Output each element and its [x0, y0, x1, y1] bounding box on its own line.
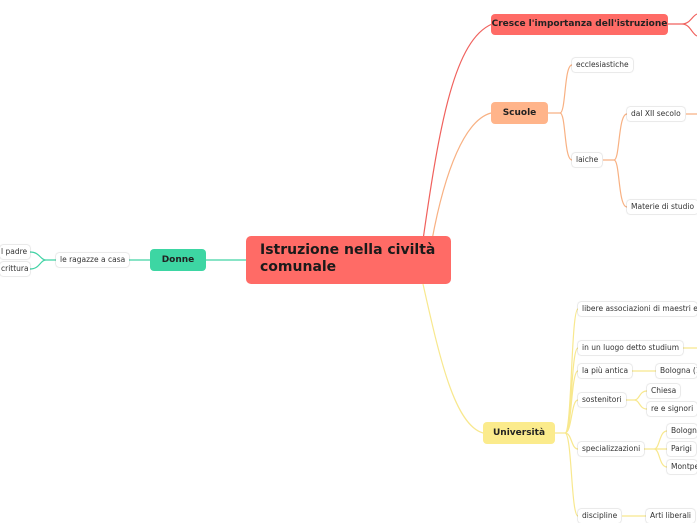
connector-ragazze-children — [29, 251, 56, 270]
root-label: Istruzione nella civiltà comunale — [260, 242, 436, 275]
connector-root-scuole — [431, 112, 492, 241]
branch-universita[interactable]: Università — [483, 422, 555, 444]
node-chiesa[interactable]: Chiesa — [647, 384, 681, 398]
node-montpellier[interactable]: Montpe — [667, 460, 697, 474]
node-ragazze-a-casa[interactable]: le ragazze a casa — [56, 253, 130, 267]
branch-cresce[interactable]: Cresce l'importanza dell'istruzione — [491, 14, 668, 35]
node-bologna-1[interactable]: Bologna (1 — [656, 364, 697, 378]
branch-scuole-label: Scuole — [502, 108, 537, 118]
node-studium[interactable]: in un luogo detto studium — [578, 341, 684, 355]
branch-donne[interactable]: Donne — [150, 249, 206, 271]
node-re-e-signori[interactable]: re e signori — [647, 402, 697, 416]
connector-root-universita — [422, 283, 484, 434]
branch-donne-label: Donne — [161, 255, 195, 265]
node-piu-antica[interactable]: la più antica — [578, 364, 633, 378]
connector-cresce-right — [668, 13, 697, 37]
connector-dalxii-right — [686, 113, 697, 208]
connector-specializzazioni-children — [643, 430, 668, 468]
connector-scuole-children — [548, 64, 573, 161]
connector-universita-children — [555, 308, 579, 517]
node-specializzazioni[interactable]: specializzazioni — [578, 442, 645, 456]
node-libere-associazioni[interactable]: libere associazioni di maestri e s — [578, 302, 697, 316]
branch-scuole[interactable]: Scuole — [491, 102, 548, 124]
node-scrittura[interactable]: crittura — [0, 262, 30, 276]
root-node[interactable]: Istruzione nella civiltà comunale — [246, 236, 451, 284]
branch-universita-label: Università — [492, 428, 546, 438]
node-sostenitori[interactable]: sostenitori — [578, 393, 626, 407]
connector-laiche-children — [603, 113, 628, 208]
branch-cresce-label: Cresce l'importanza dell'istruzione — [491, 19, 668, 29]
node-padre[interactable]: l padre — [0, 245, 30, 259]
node-bologna-2[interactable]: Bologn — [667, 424, 697, 438]
node-ecclesiastiche[interactable]: ecclesiastiche — [572, 58, 633, 72]
connector-sostenitori-children — [624, 390, 648, 410]
node-dal-xii-secolo[interactable]: dal XII secolo — [627, 107, 685, 121]
node-discipline[interactable]: discipline — [578, 509, 622, 523]
node-laiche[interactable]: laiche — [572, 153, 603, 167]
node-materie-di-studio[interactable]: Materie di studio — [627, 200, 697, 214]
connector-root-cresce — [422, 23, 493, 241]
node-parigi[interactable]: Parigi — [667, 442, 696, 456]
node-arti-liberali[interactable]: Arti liberali — [646, 509, 696, 523]
